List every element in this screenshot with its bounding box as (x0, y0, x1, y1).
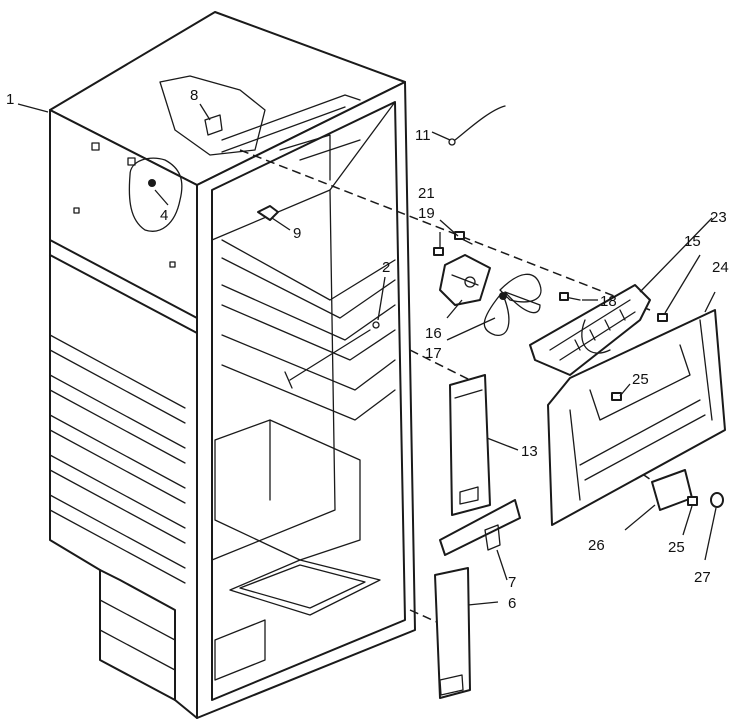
callout-2: 2 (382, 259, 390, 276)
callout-27: 27 (694, 569, 711, 586)
callout-16: 16 (425, 325, 442, 342)
callout-21: 21 (418, 185, 435, 202)
callout-leaders (17, 103, 717, 606)
callout-19: 19 (418, 205, 435, 222)
callout-4: 4 (160, 207, 168, 224)
callout-25-lower: 25 (668, 539, 685, 556)
callout-18: 18 (600, 293, 617, 310)
air-duct-panels (434, 374, 521, 699)
evaporator-cover-panel (547, 309, 726, 526)
callout-labels: 1 2 4 6 7 8 9 11 13 15 16 17 18 19 21 23… (6, 87, 729, 612)
callout-9: 9 (293, 225, 301, 242)
callout-11: 11 (415, 127, 431, 144)
fan-shroud (529, 284, 651, 376)
callout-15: 15 (684, 233, 701, 250)
callout-23: 23 (710, 209, 727, 226)
callout-17: 17 (425, 345, 442, 362)
callout-1: 1 (6, 91, 14, 108)
callout-7: 7 (508, 574, 516, 591)
callout-24: 24 (712, 259, 729, 276)
cabinet-front-frame (196, 81, 416, 719)
fan-motor-assembly (433, 231, 581, 336)
callout-6: 6 (508, 595, 516, 612)
callout-8: 8 (190, 87, 198, 104)
cabinet-shell (49, 11, 406, 719)
parts-on-cabinet (128, 105, 506, 389)
callout-13: 13 (521, 443, 538, 460)
callout-25-upper: 25 (632, 371, 649, 388)
callout-26: 26 (588, 537, 605, 554)
